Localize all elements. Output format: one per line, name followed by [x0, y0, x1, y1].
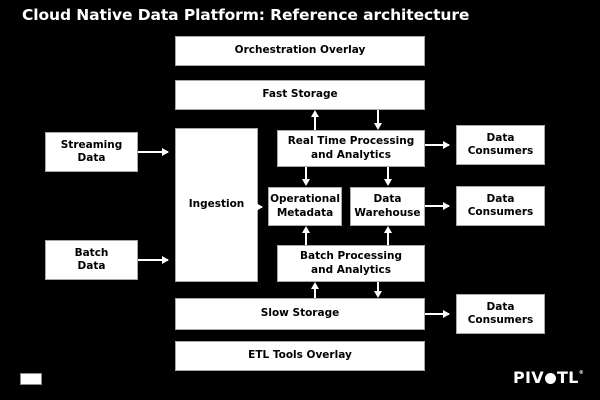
arrow-slow-storage-to-batch-processing [311, 282, 319, 298]
node-batch-processing-label-line2: and Analytics [311, 263, 391, 276]
arrow-batch-processing-to-slow-storage [374, 282, 382, 298]
node-batch-data-label-line2: Data [77, 260, 106, 272]
node-real-time-processing-label-line2: and Analytics [311, 148, 391, 161]
arrow-batch-processing-to-operational-metadata [302, 226, 310, 245]
node-slow-storage-label: Slow Storage [260, 307, 340, 320]
node-ingestion-label: Ingestion [188, 198, 245, 211]
node-batch-processing-label-line1: Batch Processing [300, 250, 402, 263]
node-streaming-data-label-line1: Streaming [60, 138, 123, 151]
node-orchestration-overlay: Orchestration Overlay [175, 36, 425, 66]
footer-mark [20, 373, 42, 385]
node-data-consumers-3-label-line2: Consumers [467, 314, 534, 326]
node-data-warehouse-label-line2: Warehouse [354, 206, 421, 219]
node-fast-storage: Fast Storage [175, 80, 425, 110]
arrow-ingestion-to-operational-metadata [256, 203, 263, 211]
page-title: Cloud Native Data Platform: Reference ar… [22, 6, 470, 24]
brand-logo-text-post: TL [556, 368, 579, 387]
node-data-consumers-1-label-line1: Data [486, 131, 515, 144]
node-batch-data-label-line1: Batch [74, 246, 109, 259]
brand-logo-trademark: ® [578, 369, 584, 376]
node-real-time-processing-label-line1: Real Time Processing [287, 135, 415, 148]
arrow-realtime-to-operational-metadata [302, 167, 310, 186]
node-data-consumers-3: Data Consumers [456, 294, 545, 334]
node-real-time-processing: Real Time Processing and Analytics [277, 130, 425, 167]
node-streaming-data: Streaming Data [45, 132, 138, 172]
node-ingestion: Ingestion [175, 128, 258, 282]
node-data-consumers-2: Data Consumers [456, 186, 545, 226]
node-operational-metadata-label-line1: Operational [270, 193, 340, 206]
node-orchestration-overlay-label: Orchestration Overlay [234, 44, 366, 57]
node-data-consumers-1-label-line2: Consumers [467, 145, 534, 157]
arrow-realtime-to-fast-storage [311, 110, 319, 130]
brand-logo-dot-icon [544, 373, 556, 384]
node-data-warehouse-label-line1: Data [373, 193, 402, 206]
node-data-consumers-1: Data Consumers [456, 125, 545, 165]
node-operational-metadata-label-line2: Metadata [276, 206, 334, 219]
node-etl-tools-overlay: ETL Tools Overlay [175, 341, 425, 371]
node-batch-data: Batch Data [45, 240, 138, 280]
arrow-fast-storage-to-realtime [374, 110, 382, 130]
node-fast-storage-label: Fast Storage [262, 88, 338, 101]
arrow-batch-processing-to-data-warehouse [384, 226, 392, 245]
arrow-realtime-to-consumers [425, 141, 450, 149]
node-data-consumers-2-label-line2: Consumers [467, 206, 534, 218]
arrow-data-warehouse-to-consumers [425, 202, 450, 210]
node-data-warehouse: Data Warehouse [350, 187, 425, 226]
arrow-batch-to-ingestion [138, 256, 169, 264]
node-slow-storage: Slow Storage [175, 298, 425, 330]
node-batch-processing: Batch Processing and Analytics [277, 245, 425, 282]
arrow-streaming-to-ingestion [138, 148, 169, 156]
node-data-consumers-3-label-line1: Data [486, 300, 515, 313]
arrow-realtime-to-data-warehouse [384, 167, 392, 186]
node-streaming-data-label-line2: Data [77, 152, 106, 164]
node-etl-tools-overlay-label: ETL Tools Overlay [248, 349, 352, 362]
brand-logo: PIV TL ® [513, 368, 584, 387]
arrow-slow-storage-to-consumers [425, 310, 450, 318]
node-data-consumers-2-label-line1: Data [486, 192, 515, 205]
brand-logo-text-pre: PIV [513, 368, 544, 387]
node-operational-metadata: Operational Metadata [268, 187, 342, 226]
